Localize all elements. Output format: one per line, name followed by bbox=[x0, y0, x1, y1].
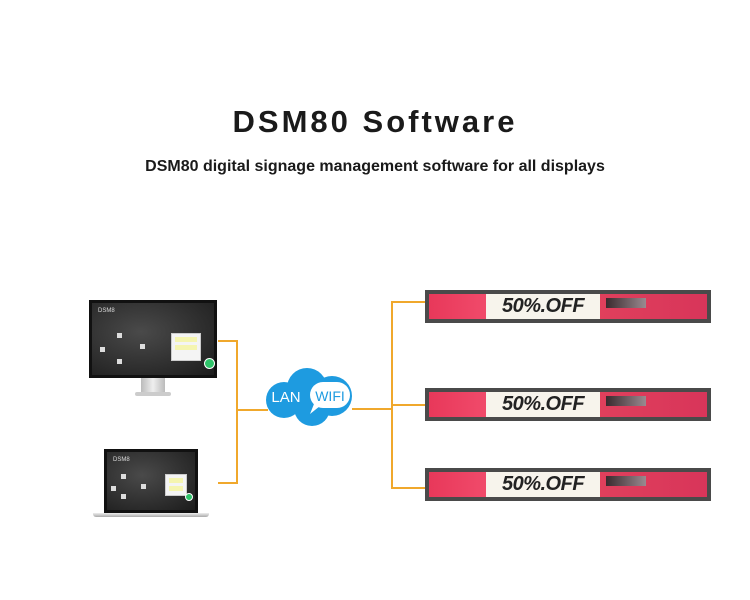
node-icon bbox=[111, 486, 116, 491]
laptop-base bbox=[93, 513, 209, 517]
settings-panel bbox=[165, 474, 187, 496]
refresh-icon bbox=[185, 493, 193, 501]
bar-display-3: 50%.OFF bbox=[425, 468, 711, 501]
wifi-label: WIFI bbox=[315, 388, 345, 404]
node-icon bbox=[117, 333, 122, 338]
connector-display-1 bbox=[391, 301, 425, 303]
page-title: DSM80 Software bbox=[232, 104, 518, 139]
node-icon bbox=[141, 484, 146, 489]
monitor-screen-title: DSM8 bbox=[98, 308, 115, 314]
monitor-screen: DSM8 bbox=[89, 300, 217, 378]
display-text: 50%.OFF bbox=[486, 472, 600, 497]
node-icon bbox=[121, 474, 126, 479]
connector-laptop bbox=[218, 482, 238, 484]
connector-left-vertical bbox=[236, 340, 238, 484]
node-icon bbox=[117, 359, 122, 364]
desktop-monitor: DSM8 bbox=[89, 300, 217, 397]
bar-display-1: 50%.OFF bbox=[425, 290, 711, 323]
refresh-icon bbox=[204, 358, 215, 369]
connector-from-cloud bbox=[352, 408, 392, 410]
monitor-base bbox=[135, 392, 171, 396]
display-text: 50%.OFF bbox=[486, 294, 600, 319]
connector-right-vertical bbox=[391, 301, 393, 489]
monitor-stand bbox=[141, 378, 165, 392]
node-icon bbox=[100, 347, 105, 352]
connector-display-2 bbox=[391, 404, 425, 406]
settings-panel bbox=[171, 333, 201, 361]
laptop-screen-title: DSM8 bbox=[113, 457, 130, 463]
connector-to-cloud bbox=[236, 409, 268, 411]
node-icon bbox=[121, 494, 126, 499]
node-icon bbox=[140, 344, 145, 349]
lan-wifi-cloud-icon: LAN WIFI bbox=[266, 368, 352, 426]
laptop-screen: DSM8 bbox=[104, 449, 198, 513]
laptop: DSM8 bbox=[93, 449, 209, 519]
connector-monitor bbox=[218, 340, 238, 342]
lan-label: LAN bbox=[271, 389, 300, 406]
display-text: 50%.OFF bbox=[486, 392, 600, 417]
connector-display-3 bbox=[391, 487, 425, 489]
page-subtitle: DSM80 digital signage management softwar… bbox=[145, 158, 605, 175]
bar-display-2: 50%.OFF bbox=[425, 388, 711, 421]
